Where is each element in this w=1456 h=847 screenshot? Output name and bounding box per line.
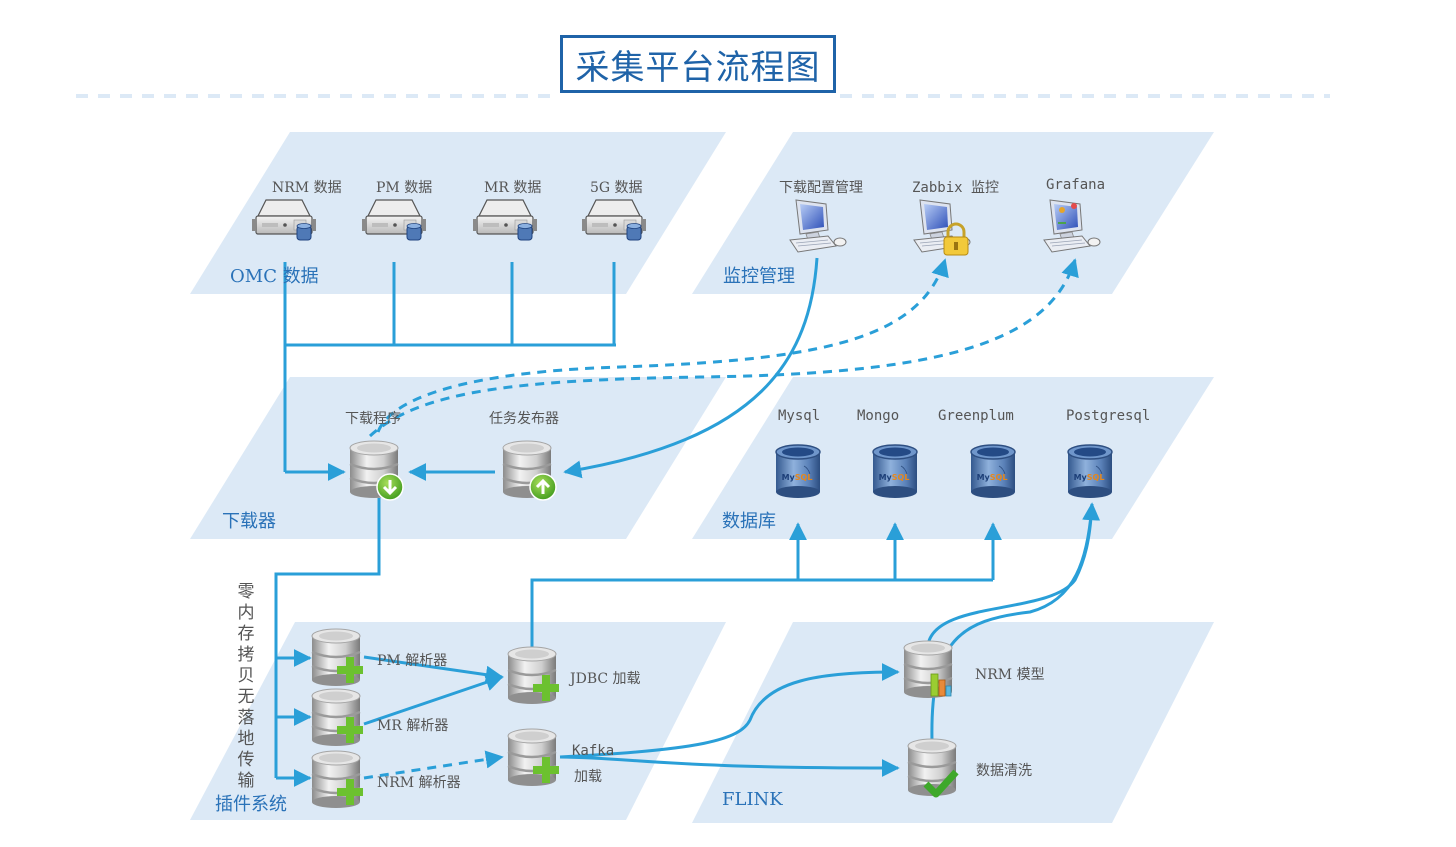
- computer-lock-icon: [913, 199, 971, 256]
- pm-to-jdbc-arrow: [363, 655, 504, 684]
- item-label: Postgresql: [1066, 408, 1151, 424]
- panel-label-plugin: 插件系统: [215, 794, 287, 815]
- item-label: Mongo: [857, 408, 900, 424]
- item-label: Greenplum: [938, 408, 1014, 424]
- panel-database: [692, 377, 1214, 539]
- item-label: JDBC 加载: [570, 671, 641, 687]
- computer-desktop-icon: [1043, 199, 1101, 253]
- database-add-icon: [310, 627, 363, 688]
- mr-to-jdbc-arrow: [363, 673, 504, 726]
- mysql-database-icon: [970, 444, 1016, 499]
- item-label: 数据清洗: [976, 763, 1032, 779]
- database-add-icon: [506, 645, 559, 706]
- item-label: NRM 数据: [272, 180, 342, 196]
- item-label: 下载程序: [345, 411, 401, 427]
- database-check-icon: [906, 737, 959, 798]
- nrm-to-kafka-dashed-arrow: [363, 750, 504, 780]
- database-add-icon: [506, 727, 559, 788]
- mysql-database-icon: [775, 444, 821, 499]
- item-label: 任务发布器: [489, 411, 559, 427]
- panel-monitor: [692, 132, 1214, 294]
- database-upload-icon: [501, 439, 557, 501]
- item-label: Mysql: [778, 408, 821, 424]
- mysql-database-icon: [872, 444, 918, 499]
- item-label: 5G 数据: [590, 180, 643, 196]
- downloader-to-grafana-dashed-arrow: [368, 258, 1079, 438]
- panel-omc: [190, 132, 726, 294]
- item-label: MR 解析器: [377, 718, 449, 734]
- panel-label-downloader: 下载器: [222, 511, 276, 532]
- database-add-icon: [310, 749, 363, 810]
- zero-copy-note: 零内存拷贝无落地传输: [237, 582, 255, 791]
- page-title: 采集平台流程图: [575, 47, 821, 88]
- item-label: NRM 模型: [975, 667, 1045, 683]
- title-box: 采集平台流程图: [560, 35, 836, 93]
- config-to-publisher-arrow: [563, 257, 819, 479]
- kafka-to-cleaning-arrow: [559, 755, 900, 777]
- downloader-to-plugin-connector: [274, 498, 381, 778]
- panel-label-database: 数据库: [722, 511, 776, 532]
- database-chart-icon: [902, 639, 954, 700]
- item-label: Zabbix 监控: [912, 180, 1000, 196]
- item-label: PM 数据: [376, 180, 433, 196]
- kafka-to-nrm-model-arrow: [559, 663, 900, 759]
- omc-bus-connector: [283, 262, 616, 472]
- jdbc-to-db-bus: [530, 578, 993, 648]
- item-label: NRM 解析器: [377, 775, 461, 791]
- item-label: Kafka: [572, 743, 615, 759]
- downloader-to-zabbix-dashed-arrow: [376, 258, 949, 433]
- panel-flink: [692, 622, 1214, 823]
- mysql-database-icon: [1067, 444, 1113, 499]
- panel-label-omc: OMC 数据: [230, 266, 319, 287]
- item-label: 加载: [574, 769, 602, 785]
- item-label: MR 数据: [484, 180, 542, 196]
- item-label: Grafana: [1046, 177, 1106, 193]
- database-download-icon: [348, 439, 404, 501]
- database-add-icon: [310, 687, 363, 748]
- item-label: 下载配置管理: [779, 180, 863, 196]
- item-label: PM 解析器: [377, 653, 448, 669]
- panel-downloader: [190, 377, 726, 539]
- panel-label-monitor: 监控管理: [723, 266, 795, 287]
- panel-label-flink: FLINK: [722, 789, 783, 810]
